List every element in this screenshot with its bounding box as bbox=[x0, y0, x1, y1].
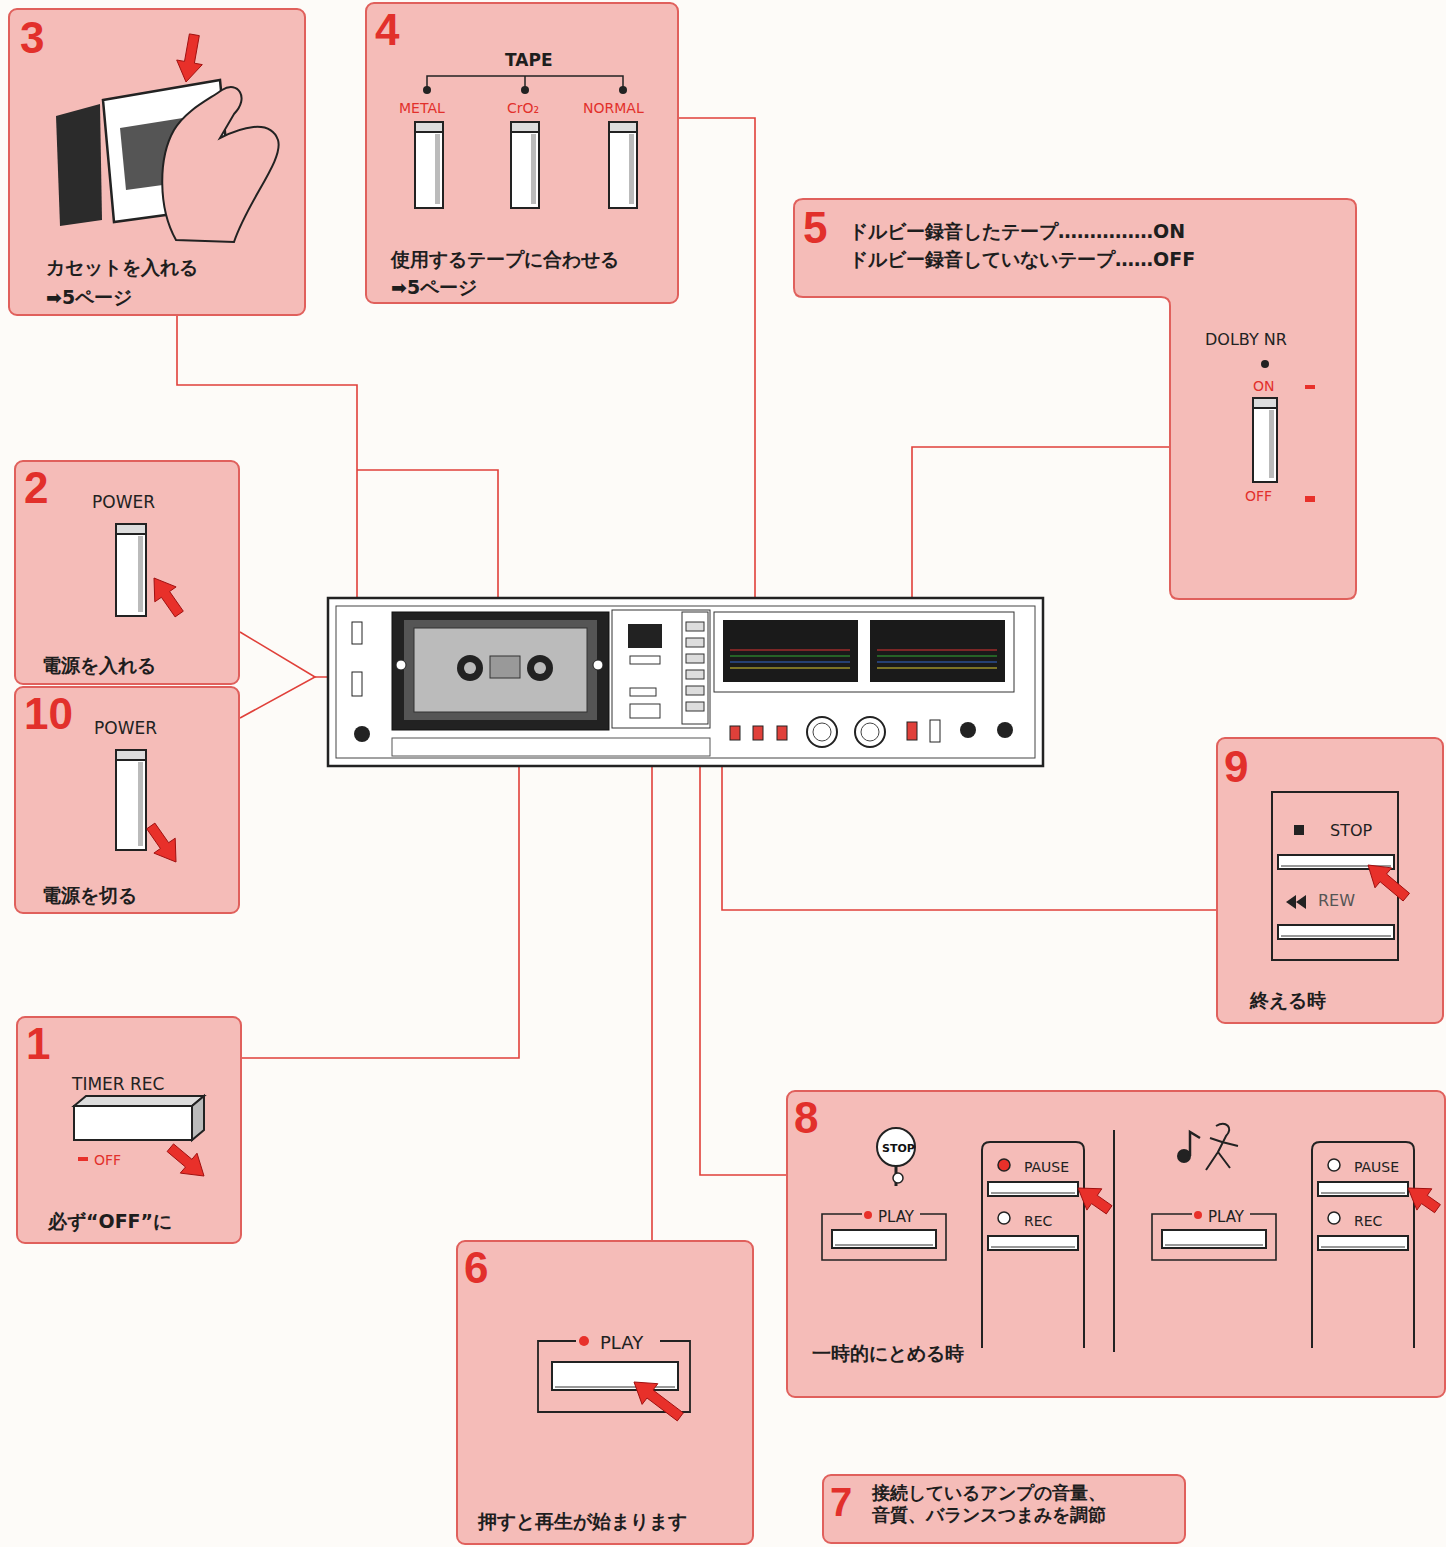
label-text: 一時的にとめる時 bbox=[812, 1342, 964, 1365]
callout-box: 8STOP PLAY PAUSE REC PLAY PAUSE REC 一時的にとめる時 bbox=[786, 1090, 1446, 1398]
label-text: TIMER REC bbox=[72, 1074, 164, 1094]
callout-box: 7 接続しているアンプの音量、音質、バランスつまみを調節 bbox=[822, 1474, 1186, 1544]
label-text: 接続しているアンプの音量、音質、バランスつまみを調節 bbox=[872, 1482, 1117, 1525]
label-text: 使用するテープに合わせる bbox=[391, 248, 619, 271]
label-text: REW bbox=[1318, 891, 1355, 910]
illustration bbox=[456, 1240, 754, 1545]
label-text: STOP bbox=[882, 1142, 915, 1155]
callout-number: 5 bbox=[803, 206, 827, 250]
callout-box: 10POWER 電源を切る bbox=[14, 686, 240, 914]
callout-number: 9 bbox=[1224, 745, 1248, 789]
callout-box: 6PLAY 押すと再生が始まります bbox=[456, 1240, 754, 1545]
callout-number: 3 bbox=[20, 16, 44, 60]
label-text: CrO₂ bbox=[507, 100, 539, 117]
callout-box: 9STOP REW 終える時 bbox=[1216, 737, 1444, 1024]
callout-number: 4 bbox=[375, 8, 399, 52]
callout-box: 3 カセットを入れる ➡5ページ bbox=[8, 8, 306, 316]
label-text: OFF bbox=[1245, 488, 1272, 505]
label-text: ドルビー録音していないテープ……OFF bbox=[849, 248, 1195, 271]
callout-box: 2POWER 電源を入れる bbox=[14, 460, 240, 685]
label-text: 電源を切る bbox=[42, 884, 137, 907]
label-text: 必ず“OFF”に bbox=[48, 1210, 172, 1233]
callout-number: 1 bbox=[26, 1022, 50, 1066]
callout-box: 1TIMER REC OFF 必ず“OFF”に bbox=[16, 1016, 242, 1244]
label-text: OFF bbox=[94, 1152, 121, 1169]
label-text: STOP bbox=[1330, 821, 1372, 840]
callout-number: 10 bbox=[24, 692, 73, 736]
label-text: PLAY bbox=[878, 1208, 914, 1226]
label-text: 終える時 bbox=[1250, 989, 1326, 1012]
label-text: METAL bbox=[399, 100, 445, 117]
label-text: ドルビー録音したテープ……………ON bbox=[849, 220, 1185, 243]
label-text: ON bbox=[1253, 378, 1275, 395]
label-text: 押すと再生が始まります bbox=[478, 1510, 687, 1533]
label-text: PAUSE bbox=[1024, 1159, 1069, 1176]
label-text: POWER bbox=[94, 718, 157, 738]
label-text: NORMAL bbox=[583, 100, 644, 117]
callout-number: 7 bbox=[830, 1482, 852, 1522]
label-text: PLAY bbox=[1208, 1208, 1244, 1226]
illustration bbox=[1216, 737, 1444, 1024]
label-text: PAUSE bbox=[1354, 1159, 1399, 1176]
label-text: POWER bbox=[92, 492, 155, 512]
label-text: カセットを入れる bbox=[46, 256, 198, 279]
callout-box: 4TAPE METAL CrO₂ NORMAL 使用するテープに合わせる ➡5ページ bbox=[365, 2, 679, 304]
label-text: ➡5ページ bbox=[391, 276, 477, 299]
label-text: DOLBY NR bbox=[1205, 330, 1287, 349]
callout-number: 6 bbox=[464, 1246, 488, 1290]
label-text: REC bbox=[1024, 1213, 1052, 1230]
cassette-deck bbox=[328, 598, 1043, 766]
label-text: REC bbox=[1354, 1213, 1382, 1230]
callout-number: 2 bbox=[24, 466, 48, 510]
callout-box: 5 ドルビー録音したテープ……………ON ドルビー録音していないテープ……OFF DO… bbox=[793, 198, 1357, 600]
label-text: TAPE bbox=[505, 50, 553, 70]
label-text: 電源を入れる bbox=[42, 654, 156, 677]
callout-number: 8 bbox=[794, 1096, 818, 1140]
label-text: PLAY bbox=[600, 1332, 643, 1354]
label-text: ➡5ページ bbox=[46, 286, 132, 309]
